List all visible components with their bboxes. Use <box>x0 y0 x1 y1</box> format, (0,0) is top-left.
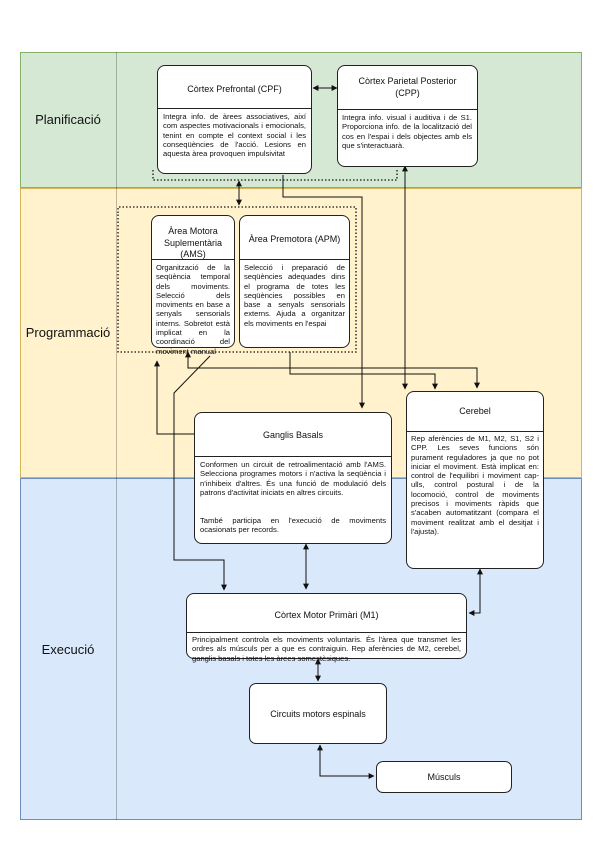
ams-title-line1: Àrea Motora <box>168 226 218 236</box>
apm-title: Àrea Premotora (APM) <box>248 234 341 244</box>
m1-body: Principalment controla els moviments vol… <box>192 635 461 663</box>
cpp-node: Còrtex Parietal Posterior (CPP) Integra … <box>337 65 478 167</box>
m1-title: Còrtex Motor Primàri (M1) <box>274 610 379 620</box>
ganglis-divider <box>195 456 391 457</box>
spinal-circuits-node: Circuits motors espinals <box>249 683 387 744</box>
ganglis-title: Ganglis Basals <box>262 430 324 440</box>
cpf-node: Còrtex Prefrontal (CPF) Integra info. de… <box>157 65 312 174</box>
ams-title-line2: Suplementària (AMS) <box>163 238 223 259</box>
ganglis-body-extra: També participa en l'execució de movimen… <box>200 516 386 535</box>
cpf-title: Còrtex Prefrontal (CPF) <box>187 84 282 94</box>
cerebel-title: Cerebel <box>459 406 491 416</box>
cpf-ganglis-arrow <box>282 175 365 409</box>
cpp-title-line1: Còrtex Parietal Posterior <box>358 76 457 86</box>
cpp-divider <box>338 109 477 110</box>
programming-group-outline <box>117 206 357 353</box>
ams-body: Organització de la seqüència temporal de… <box>156 263 230 356</box>
execution-label: Execució <box>41 642 95 657</box>
spinal-muscles-arrow <box>317 744 375 779</box>
cerebel-body: Rep aferències de M1, M2, S1, S2 i CPP. … <box>411 434 539 536</box>
cpp-title-line2: (CPP) <box>395 88 420 98</box>
cpf-body: Integra info. de àrees associatives, aix… <box>163 112 306 159</box>
label-column-separator <box>116 52 117 820</box>
cpp-body: Integra info. visual i auditiva i de S1.… <box>342 113 472 150</box>
muscles-node: Músculs <box>376 761 512 793</box>
apm-body: Selecció i preparació de seqüències adeq… <box>244 263 345 328</box>
ganglis-body: Conformen un circuit de retroalimentació… <box>200 460 386 497</box>
ams-node: Àrea Motora Suplementària (AMS) Organitz… <box>151 215 235 356</box>
m1-node: Còrtex Motor Primàri (M1) Principalment … <box>186 593 467 663</box>
planning-label: Planificació <box>35 112 101 127</box>
ams-cerebel-arrow <box>185 351 480 389</box>
apm-node: Àrea Premotora (APM) Selecció i preparac… <box>239 215 350 348</box>
m1-divider <box>187 632 466 633</box>
programming-m1-arrow <box>173 355 227 591</box>
ganglis-node: Ganglis Basals Conformen un circuit de r… <box>194 412 392 544</box>
ganglis-ams-arrow <box>154 360 199 435</box>
cerebel-divider <box>407 431 543 432</box>
apm-cerebel-arrow <box>289 352 438 390</box>
cpf-divider <box>158 108 311 109</box>
ams-divider <box>152 259 234 260</box>
cerebel-node: Cerebel Rep aferències de M1, M2, S1, S2… <box>406 391 544 569</box>
programming-label: Programmació <box>25 325 111 340</box>
planning-group-outline <box>152 170 398 181</box>
cerebel-m1-arrow <box>468 568 483 616</box>
apm-divider <box>240 259 349 260</box>
